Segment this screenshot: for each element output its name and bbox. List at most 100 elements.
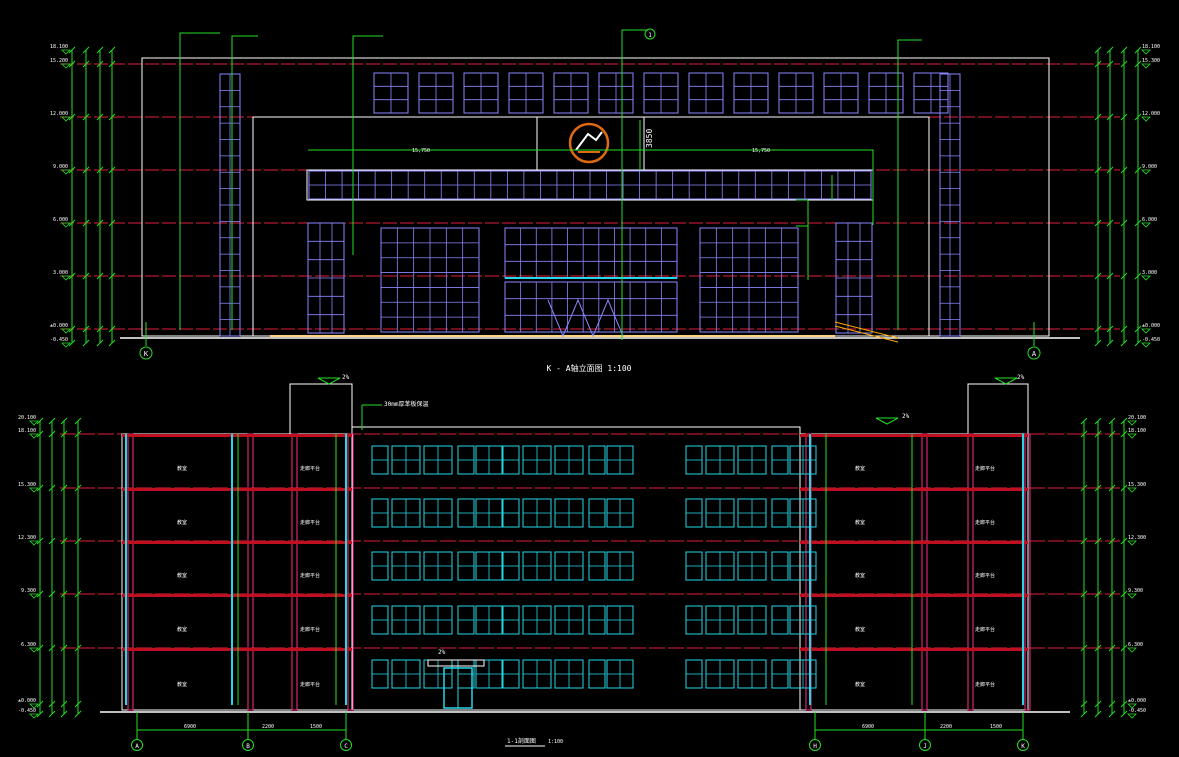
section-window-narrow [588, 659, 606, 689]
grid-bubble-label: B [246, 743, 250, 750]
dim-tick [74, 590, 82, 598]
level-value: -0.450 [1142, 337, 1160, 343]
clerestory-window [463, 72, 499, 114]
floor-slab-left [122, 648, 352, 651]
floor-slab-right [800, 434, 1028, 437]
dim-tick [108, 339, 116, 347]
level-value: -0.450 [18, 708, 36, 714]
dim-tick [1094, 430, 1102, 438]
dim-tick [74, 537, 82, 545]
dim-tick [96, 113, 104, 121]
grid-bubble-a [1027, 346, 1041, 360]
section-scale: 1:100 [548, 739, 563, 745]
bottom-dim-value: 6900 [184, 724, 196, 730]
section-window-wide [391, 551, 421, 581]
section-window-wide [737, 445, 767, 475]
slope-3: 2% [902, 413, 910, 420]
dim-tick [1094, 272, 1102, 280]
section-window-narrow [371, 498, 389, 528]
section-window-wide [475, 551, 503, 581]
level-marker [1141, 116, 1151, 122]
dim-tick [68, 113, 76, 121]
level-value: 6.000 [53, 217, 68, 223]
dim-tick [1120, 219, 1128, 227]
level-value: 12.000 [50, 111, 68, 117]
dim-tick [1108, 537, 1116, 545]
room-label: 教室 [177, 572, 187, 579]
section-window-wide [475, 659, 503, 689]
level-value: 12.300 [18, 535, 36, 541]
section-window-wide [423, 605, 453, 635]
level-marker [1141, 49, 1151, 55]
level-value: 9.000 [1142, 164, 1157, 170]
grid-bubble-label: H [813, 743, 817, 750]
storefront-right [699, 227, 799, 333]
elevation-grid-bubbles: K A 1 [139, 28, 1041, 360]
level-marker [1141, 222, 1151, 228]
dim-tick [1134, 60, 1142, 68]
room-label: 教室 [855, 572, 865, 579]
dim-tick [68, 46, 76, 54]
section-window-wide [554, 445, 584, 475]
level-value: 18.100 [1128, 428, 1146, 434]
section-window-wide [554, 498, 584, 528]
section-window-wide [554, 605, 584, 635]
dim-tick [82, 113, 90, 121]
bottom-dim-value: 1500 [990, 724, 1002, 730]
level-marker [29, 433, 39, 439]
dim-tick [1134, 46, 1142, 54]
room-label: 教室 [177, 519, 187, 526]
grid-bubble [131, 739, 143, 751]
level-value: 6.000 [1142, 217, 1157, 223]
section-window-narrow [771, 445, 789, 475]
level-marker [29, 647, 39, 653]
section-window-wide [391, 659, 421, 689]
level-marker [1127, 647, 1137, 653]
clerestory-window [373, 72, 409, 114]
section-window-wide [423, 498, 453, 528]
level-marker [29, 540, 39, 546]
dim-tick [74, 710, 82, 718]
section-window-narrow [588, 445, 606, 475]
dim-tick [48, 590, 56, 598]
section-window-wide [423, 445, 453, 475]
entrance-doors [505, 277, 677, 338]
dim-tick [1120, 484, 1128, 492]
section-window-wide [606, 551, 634, 581]
dim-tick [108, 60, 116, 68]
dim-tick [68, 272, 76, 280]
floor-slab-right [800, 594, 1028, 597]
section-entrance-door [427, 659, 485, 709]
dim-tick [68, 166, 76, 174]
dim-tick [74, 417, 82, 425]
level-marker [29, 487, 39, 493]
level-value: ±0.000 [1128, 698, 1146, 704]
roof-slope-markers: 2% 2% 2% 2% [317, 374, 1025, 656]
section-window-narrow [771, 605, 789, 635]
dim-text-left: 15,750 [412, 148, 430, 154]
dim-tick [1120, 700, 1128, 708]
bottom-dim-value: 1500 [310, 724, 322, 730]
level-value: 15.200 [50, 58, 68, 64]
grid-bubble [809, 739, 821, 751]
level-marker [1127, 433, 1137, 439]
section-window-wide [475, 445, 503, 475]
dim-tick [108, 325, 116, 333]
dim-tick [60, 417, 68, 425]
logo-panel [536, 116, 645, 171]
dim-tick [1094, 219, 1102, 227]
dim-tick [1106, 339, 1114, 347]
grid-bubble-k [139, 346, 153, 360]
slope-1: 2% [342, 374, 350, 381]
grid-bubble [340, 739, 352, 751]
room-label: 走廊平台 [300, 681, 320, 688]
dim-tick [1094, 113, 1102, 121]
dim-tick [60, 484, 68, 492]
slope-4: 2% [438, 649, 446, 656]
section-window-narrow [371, 551, 389, 581]
clerestory-window [643, 72, 679, 114]
clerestory-window [823, 72, 859, 114]
dim-tick [1106, 219, 1114, 227]
storefront-left [380, 227, 480, 333]
